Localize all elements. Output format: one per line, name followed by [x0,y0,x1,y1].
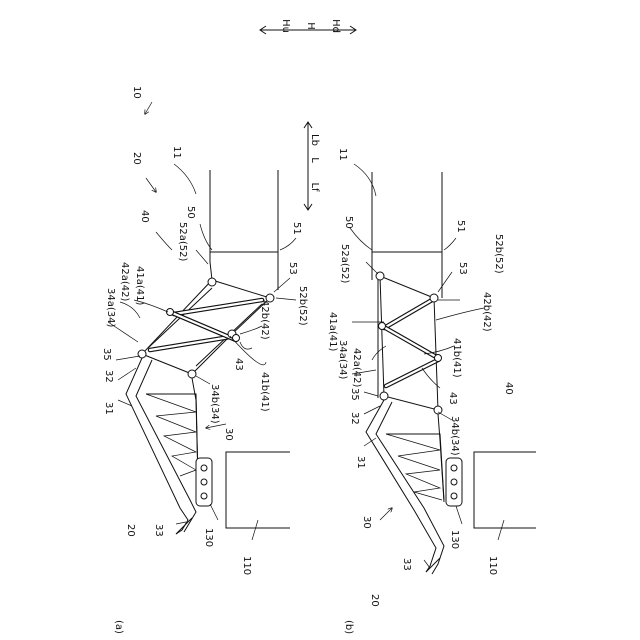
a-label-20-bottom: 20 [125,524,136,537]
figure-a: (a) 10 20 11 40 50 51 52a(52) 53 52b(52)… [101,86,308,634]
b-label-50: 50 [343,216,354,229]
a-cushion [196,458,212,506]
a-label-34a: 34a(34) [105,288,116,327]
direction-indicator-h: Hu H Hd [260,19,356,34]
figure-b: (b) 11 50 51 52a(52) 53 52b(52) 41a(41) … [327,148,536,634]
b-label-34a: 34a(34) [337,340,348,379]
b-label-20: 20 [369,594,380,607]
dir-label-h: H [305,22,316,30]
b-label-11: 11 [337,148,348,161]
a-label-31: 31 [103,402,114,415]
b-label-41a: 41a(41) [327,312,338,351]
b-label-53: 53 [457,262,468,275]
a-label-50: 50 [185,206,196,219]
b-label-52a: 52a(52) [339,244,350,283]
a-label-41b: 41b(41) [259,372,270,412]
a-label-10: 10 [131,86,142,99]
a-label-52a: 52a(52) [177,222,188,261]
b-label-32: 32 [349,412,360,425]
a-label-42b: 42b(42) [259,300,270,340]
dir-label-hd: Hd [330,19,341,33]
a-label-51: 51 [291,222,302,235]
b-label-33: 33 [401,558,412,571]
a-base-110 [226,452,290,528]
b-labels: (b) 11 50 51 52a(52) 53 52b(52) 41a(41) … [327,148,514,634]
direction-indicator-l: Lb L Lf [304,122,320,210]
a-body-frame [210,170,278,290]
b-cushion [446,458,462,506]
a-label-35: 35 [101,348,112,361]
dir-label-l: L [309,157,320,163]
b-label-35: 35 [349,388,360,401]
b-label-34b: 34b(34) [449,416,460,456]
b-label-42b: 42b(42) [481,292,492,332]
b-label-130: 130 [449,530,460,549]
a-label-110: 110 [241,556,252,575]
dir-label-hu: Hu [280,19,291,33]
b-label-40: 40 [503,382,514,395]
a-label-40: 40 [139,210,150,223]
a-label-41a: 41a(41) [134,266,145,305]
a-label-130: 130 [203,528,214,547]
b-label-43: 43 [447,392,458,405]
a-label-11: 11 [171,146,182,159]
a-label-43: 43 [233,358,244,371]
a-linkage [138,278,274,378]
a-label-53: 53 [287,262,298,275]
b-linkage [376,272,442,414]
b-seat [366,400,444,574]
b-label-52b: 52b(52) [493,234,504,274]
a-seat [126,358,198,534]
a-label-panel: (a) [113,620,124,634]
a-label-20-top: 20 [131,152,142,165]
a-label-32: 32 [103,370,114,383]
b-label-30: 30 [361,516,372,529]
dir-label-lf: Lf [309,182,320,192]
a-label-42a: 42a(42) [119,262,130,301]
dir-label-lb: Lb [309,134,320,146]
a-label-52b: 52b(52) [297,286,308,326]
b-label-51: 51 [455,220,466,233]
b-label-41b: 41b(41) [451,338,462,378]
b-label-42a: 42a(42) [351,348,362,387]
a-label-30: 30 [223,428,234,441]
a-label-33: 33 [153,524,164,537]
b-label-31: 31 [355,456,366,469]
b-label-110: 110 [487,556,498,575]
a-labels: (a) 10 20 11 40 50 51 52a(52) 53 52b(52)… [101,86,308,634]
b-label-panel: (b) [343,620,354,634]
b-base-110 [474,452,536,528]
a-label-34b: 34b(34) [209,384,220,424]
